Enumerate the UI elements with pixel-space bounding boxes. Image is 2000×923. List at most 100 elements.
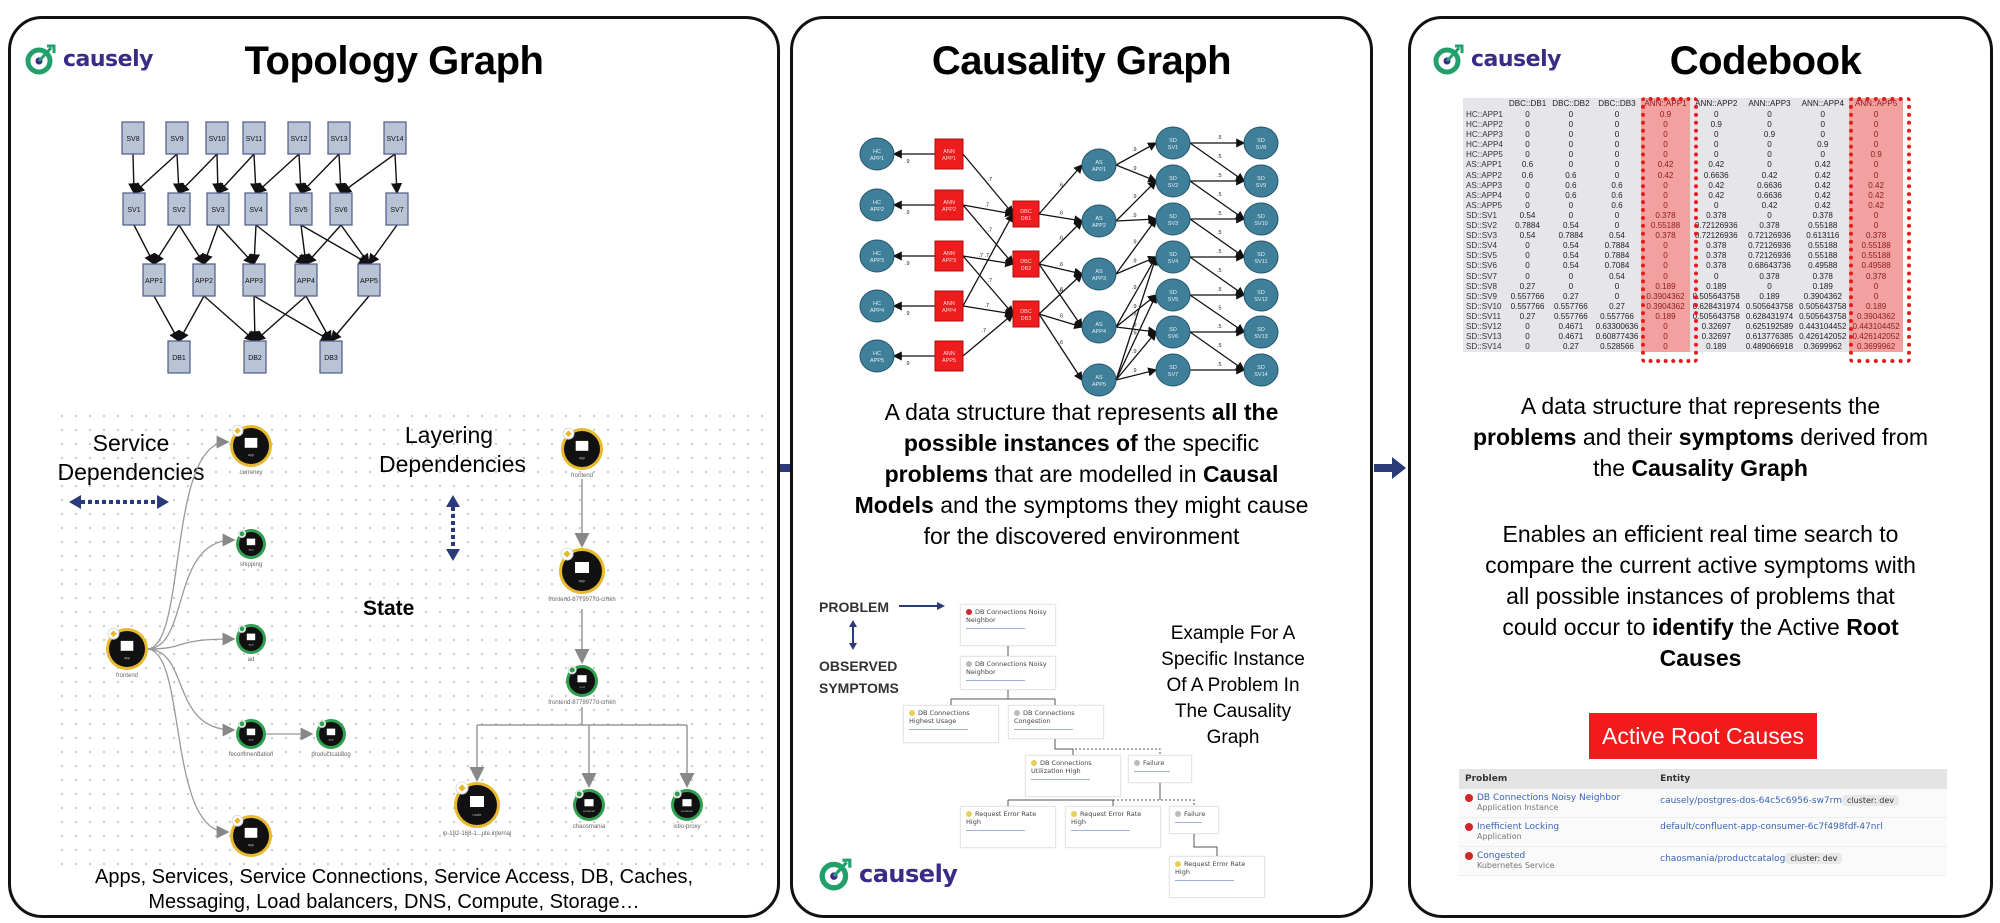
causal-edge	[1038, 263, 1083, 329]
edge-weight-label: .7	[988, 228, 993, 234]
problem-link[interactable]: Inefficient Locking	[1477, 822, 1560, 832]
edge-weight-label: .5	[1217, 362, 1222, 368]
topology-edge	[248, 224, 261, 266]
card-entity-link[interactable]	[966, 679, 1025, 681]
svg-text:app: app	[124, 656, 130, 660]
problem-card[interactable]: DB Connections Utilization High	[1025, 755, 1121, 797]
card-entity-link[interactable]	[966, 627, 1025, 629]
problem-card[interactable]: DB Connections Highest Usage	[903, 705, 999, 743]
card-entity-link[interactable]	[966, 829, 1025, 831]
card-entity-link[interactable]	[1071, 829, 1130, 831]
codebook-cell: 0.557766	[1510, 291, 1545, 301]
card-entity-link[interactable]	[1175, 879, 1234, 881]
svg-text:SV5: SV5	[1168, 297, 1178, 303]
svg-text:AS: AS	[1095, 375, 1103, 381]
topology-caption-line1: Apps, Services, Service Connections, Ser…	[94, 866, 694, 888]
svg-text:SV3: SV3	[1168, 221, 1178, 227]
svg-text:APP4: APP4	[1092, 329, 1106, 335]
codebook-cell: 0.505643758	[1799, 301, 1847, 311]
codebook-search-description: Enables an efficient real time search to…	[1485, 521, 1916, 671]
entity-link[interactable]: causely/postgres-dos-64c5c6956-sw7rm	[1660, 796, 1842, 806]
horizontal-double-arrow-icon	[69, 495, 169, 509]
topology-node-label: APP3	[245, 278, 263, 285]
topology-node-label: SV3	[211, 207, 224, 214]
codebook-cell: 0.189	[1849, 301, 1903, 312]
codebook-cell: 0.505643758	[1692, 311, 1740, 321]
svg-text:SD: SD	[1169, 252, 1177, 258]
entity-node-label: currency	[239, 470, 262, 476]
problem-card[interactable]: Request Error Rate High	[1065, 806, 1161, 848]
entity-node-app[interactable]: app	[230, 814, 272, 857]
codebook-cell: 0.4671	[1558, 321, 1584, 331]
card-entity-link[interactable]	[1031, 778, 1090, 780]
problem-card[interactable]: Failure	[1169, 806, 1219, 834]
topology-node: SV8	[121, 121, 145, 155]
codebook-cell: 0.72126936	[1694, 221, 1738, 231]
problem-card[interactable]: Request Error Rate High	[1169, 856, 1265, 898]
codebook-cell: 0.42	[1641, 160, 1690, 171]
edge-weight-label: .5	[1217, 268, 1222, 274]
causal-edge	[1189, 142, 1246, 182]
entity-link[interactable]: chaosmania/productcatalog	[1660, 854, 1786, 864]
codebook-cell: 0	[1641, 200, 1690, 211]
card-entity-link[interactable]	[909, 728, 968, 730]
codebook-cell: 0	[1714, 200, 1719, 210]
card-connector	[1055, 748, 1161, 755]
codebook-cell: 0.443104452	[1799, 321, 1847, 331]
codebook-cell: 0.55188	[1808, 251, 1838, 261]
entity-node-label: istio-proxy	[673, 824, 700, 830]
card-entity-link[interactable]	[1014, 728, 1073, 730]
edge-weight-label: .5	[1217, 306, 1222, 312]
codebook-cell: 0	[1568, 110, 1574, 119]
codebook-cell: 0.505643758	[1745, 301, 1794, 311]
svg-text:APP3: APP3	[942, 258, 956, 264]
problem-card[interactable]: DB Connections Noisy Neighbor	[960, 604, 1056, 646]
problem-card[interactable]: DB Connections Noisy Neighbor	[960, 656, 1056, 690]
svg-text:APP5: APP5	[1092, 382, 1106, 388]
topology-edge	[128, 153, 140, 195]
codebook-cell: 0.63300636	[1595, 321, 1639, 331]
codebook-cell: 0	[1641, 180, 1690, 191]
causal-edge	[1038, 313, 1083, 382]
codebook-cell: 0.7884	[1604, 241, 1630, 251]
problem-card[interactable]: Failure	[1128, 755, 1192, 783]
codebook-cell: 0	[1820, 150, 1826, 160]
codebook-column-header: ANN::APP2	[1695, 98, 1738, 108]
codebook-cell: 0.505643758	[1799, 311, 1847, 321]
codebook-cell: 0	[1568, 271, 1574, 281]
codebook-cell: 0	[1641, 321, 1690, 333]
problem-card[interactable]: DB Connections Congestion	[1008, 705, 1104, 739]
problem-card[interactable]: Request Error Rate High	[960, 806, 1056, 848]
problem-link[interactable]: DB Connections Noisy Neighbor	[1477, 793, 1621, 803]
codebook-cell: 0.378	[1812, 210, 1833, 220]
codebook-cell: 0.27	[1563, 342, 1579, 352]
topology-edge	[178, 153, 218, 195]
causal-edge	[1189, 294, 1246, 333]
problem-link[interactable]: Congested	[1477, 851, 1526, 861]
card-entity-link[interactable]	[1175, 821, 1202, 823]
entity-link[interactable]: default/confluent-app-consumer-6c7f498fd…	[1660, 822, 1883, 832]
card-entity-link[interactable]	[1134, 770, 1171, 772]
